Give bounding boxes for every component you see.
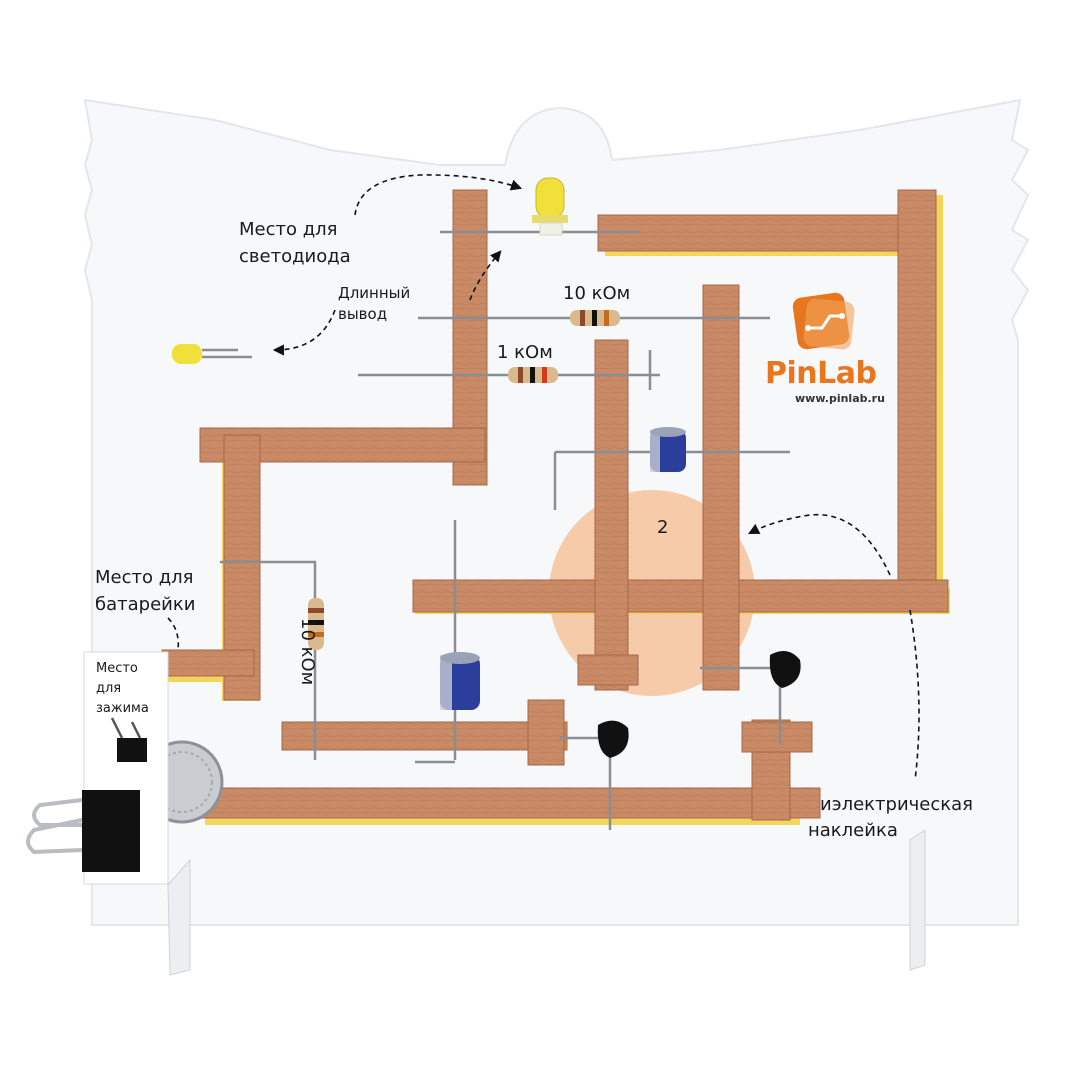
tape-col-1 [594,339,629,691]
arrow-sticker [748,513,891,576]
label-clip-line1: Место [96,661,138,676]
cardboard-board [83,98,1030,926]
label-clip-line3: зажима [96,701,149,716]
arrow-long-lead-left [272,309,336,356]
label-circle-number: 2 [657,517,669,538]
tape-lower-horizontal [281,721,568,751]
label-battery-line2: батарейки [95,594,196,615]
tape-bottom-horizontal [199,787,821,819]
label-long-lead-line2: вывод [338,305,388,323]
label-clip-line2: для [96,681,122,696]
arrow-battery [167,617,180,651]
transistor-right [769,651,801,688]
label-led-place-line2: светодиода [239,246,351,267]
annotation-arrows [167,174,920,781]
label-led-place-line1: Место для [239,219,338,240]
tape-battery-stub [161,649,255,677]
resistor-middle [508,367,558,383]
tape-col1-foot [577,654,639,686]
loose-led-icon [172,344,252,364]
arrow-led-place [354,174,523,216]
tape-mid-horizontal [412,579,949,613]
label-sticker-line2: наклейка [808,820,898,841]
tape-col-2 [702,284,740,691]
binder-clip-icon [26,790,140,872]
label-resistor-top: 10 кОм [563,283,631,304]
resistor-top [570,310,620,326]
label-long-lead-line1: Длинный [338,284,411,302]
board-stand-left [167,858,191,976]
copper-tape [161,189,949,821]
led-icon [532,177,568,236]
capacitor-top [650,427,686,472]
tape-center-stub [527,699,565,766]
binder-clip-small-icon [110,717,147,762]
brand-name: PinLab [765,356,877,391]
tape-bottom-right-cap [741,721,813,753]
capacitor-left [440,652,480,710]
transistor-center [597,720,629,758]
board-stand-right [909,829,926,971]
arrow-long-lead-up [469,250,502,301]
arrow-sticker-bottom [909,609,920,781]
tape-top-horizontal [597,214,934,252]
pinlab-logo-icon [792,292,855,350]
tape-right-vertical [897,189,937,581]
label-resistor-middle: 1 кОм [497,342,553,363]
brand-url: www.pinlab.ru [795,392,885,405]
label-sticker-line1: иэлектрическая [820,794,973,815]
resistor-left [308,598,324,650]
label-battery-line1: Место для [95,567,194,588]
label-resistor-left: 10 кОм [297,618,318,686]
